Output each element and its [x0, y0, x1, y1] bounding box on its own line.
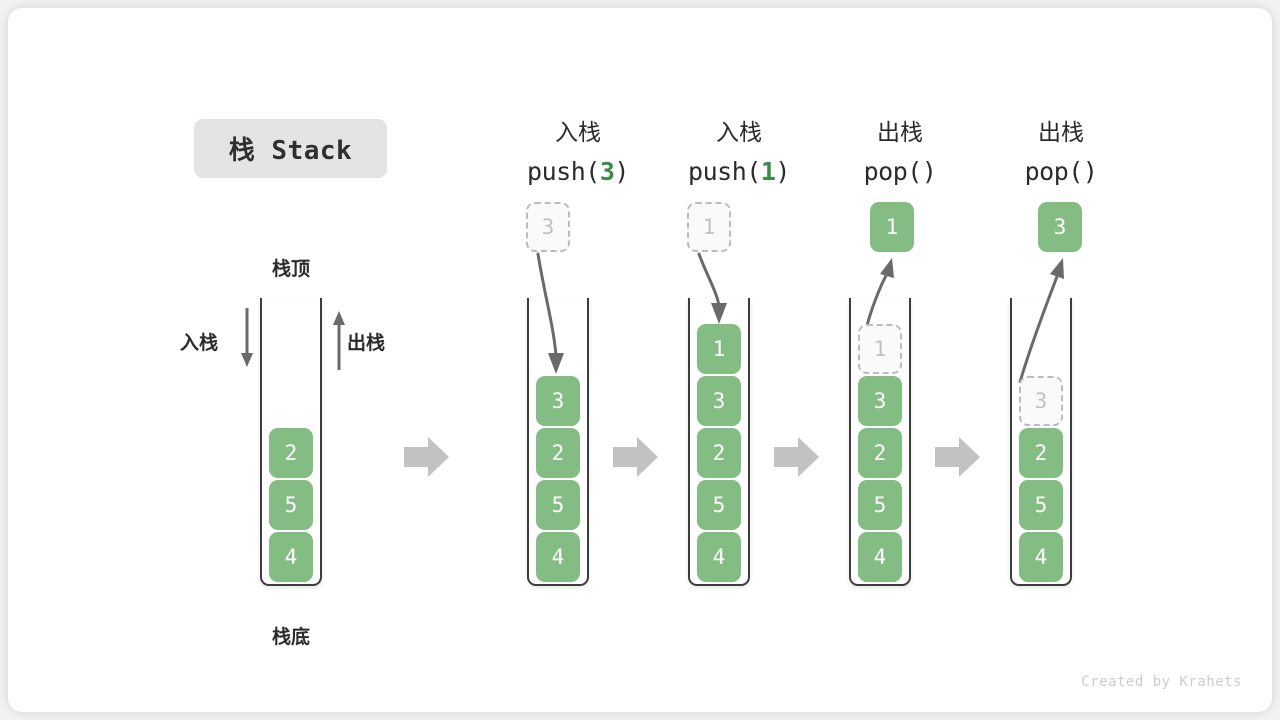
stack-cell: 3 — [697, 376, 741, 426]
page-title: 栈 Stack — [194, 119, 387, 178]
operation-code-suffix: ) — [921, 157, 937, 186]
operation-header-push-3: 入栈 push(3) — [488, 112, 668, 192]
stack-cell: 3 — [858, 376, 902, 426]
operation-code: push(1) — [649, 152, 829, 192]
operation-code: push(3) — [488, 152, 668, 192]
stack-cell: 2 — [536, 428, 580, 478]
stack-cells-pop-3: 3 2 5 4 — [1010, 376, 1072, 582]
push-arrow-icon-3 — [536, 252, 564, 374]
stack-container-push-3 — [527, 298, 589, 586]
stack-bottom-label: 栈底 — [271, 627, 310, 648]
operation-header-pop-3: 出栈 pop() — [971, 112, 1151, 192]
stack-container-pop-3 — [1010, 298, 1072, 586]
incoming-cell-push-1: 1 — [687, 202, 731, 252]
stack-cell-ghost: 1 — [858, 324, 902, 374]
pop-direction-arrow-icon — [333, 311, 345, 370]
stack-cell: 4 — [1019, 532, 1063, 582]
pop-arrow-icon-3 — [1018, 258, 1064, 384]
stack-cell: 3 — [536, 376, 580, 426]
stack-cell: 5 — [697, 480, 741, 530]
stack-cells-push-1: 1 3 2 5 4 — [688, 324, 750, 582]
stack-cell: 2 — [1019, 428, 1063, 478]
stack-container-push-1 — [688, 298, 750, 586]
stack-cells-pop-1: 1 3 2 5 4 — [849, 324, 911, 582]
operation-name-cn: 入栈 — [555, 119, 601, 145]
operation-code-suffix: ) — [1082, 157, 1098, 186]
operation-code-prefix: push( — [688, 157, 761, 186]
push-direction-label: 入栈 — [180, 333, 219, 354]
transition-arrow-icon — [935, 437, 980, 477]
stack-container-pop-1 — [849, 298, 911, 586]
transition-arrow-icon — [404, 437, 449, 477]
stack-cell: 2 — [697, 428, 741, 478]
stack-container-initial — [260, 298, 322, 586]
stack-cells-push-3: 3 2 5 4 — [527, 376, 589, 582]
stack-cell: 2 — [858, 428, 902, 478]
push-arrow-icon-1 — [697, 252, 727, 324]
operation-name-cn: 出栈 — [877, 119, 923, 145]
stack-cell: 4 — [536, 532, 580, 582]
operation-code-prefix: pop( — [1024, 157, 1084, 186]
stack-cells-initial: 2 5 4 — [260, 428, 322, 582]
pop-direction-label: 出栈 — [347, 333, 386, 354]
operation-code-suffix: ) — [775, 157, 790, 186]
stack-cell: 5 — [536, 480, 580, 530]
operation-code-prefix: push( — [527, 157, 600, 186]
footer-credit: Created by Krahets — [1081, 674, 1242, 690]
popped-cell-3: 3 — [1038, 202, 1082, 252]
operation-code-arg: 1 — [760, 157, 776, 186]
stack-cell: 5 — [858, 480, 902, 530]
stack-cell: 4 — [697, 532, 741, 582]
stack-cell: 5 — [1019, 480, 1063, 530]
operation-name-cn: 出栈 — [1038, 119, 1084, 145]
operation-code-arg: 3 — [599, 157, 615, 186]
stack-cell: 5 — [269, 480, 313, 530]
stack-cell: 4 — [858, 532, 902, 582]
stack-cell: 4 — [269, 532, 313, 582]
operation-code-prefix: pop( — [863, 157, 923, 186]
stack-cell: 2 — [269, 428, 313, 478]
transition-arrow-icon — [774, 437, 819, 477]
stack-cell: 1 — [697, 324, 741, 374]
operation-header-push-1: 入栈 push(1) — [649, 112, 829, 192]
operation-code: pop() — [971, 152, 1151, 192]
operation-header-pop-1: 出栈 pop() — [810, 112, 990, 192]
diagram-card: 栈 Stack 栈顶 栈底 入栈 出栈 2 5 4 入栈 push(3) 3 3… — [8, 8, 1272, 712]
incoming-cell-push-3: 3 — [526, 202, 570, 252]
stack-cell-ghost: 3 — [1019, 376, 1063, 426]
transition-arrow-icon — [613, 437, 658, 477]
stack-top-label: 栈顶 — [271, 259, 310, 280]
operation-code: pop() — [810, 152, 990, 192]
operation-code-suffix: ) — [614, 157, 629, 186]
push-direction-arrow-icon — [241, 308, 253, 367]
operation-name-cn: 入栈 — [716, 119, 762, 145]
popped-cell-1: 1 — [870, 202, 914, 252]
